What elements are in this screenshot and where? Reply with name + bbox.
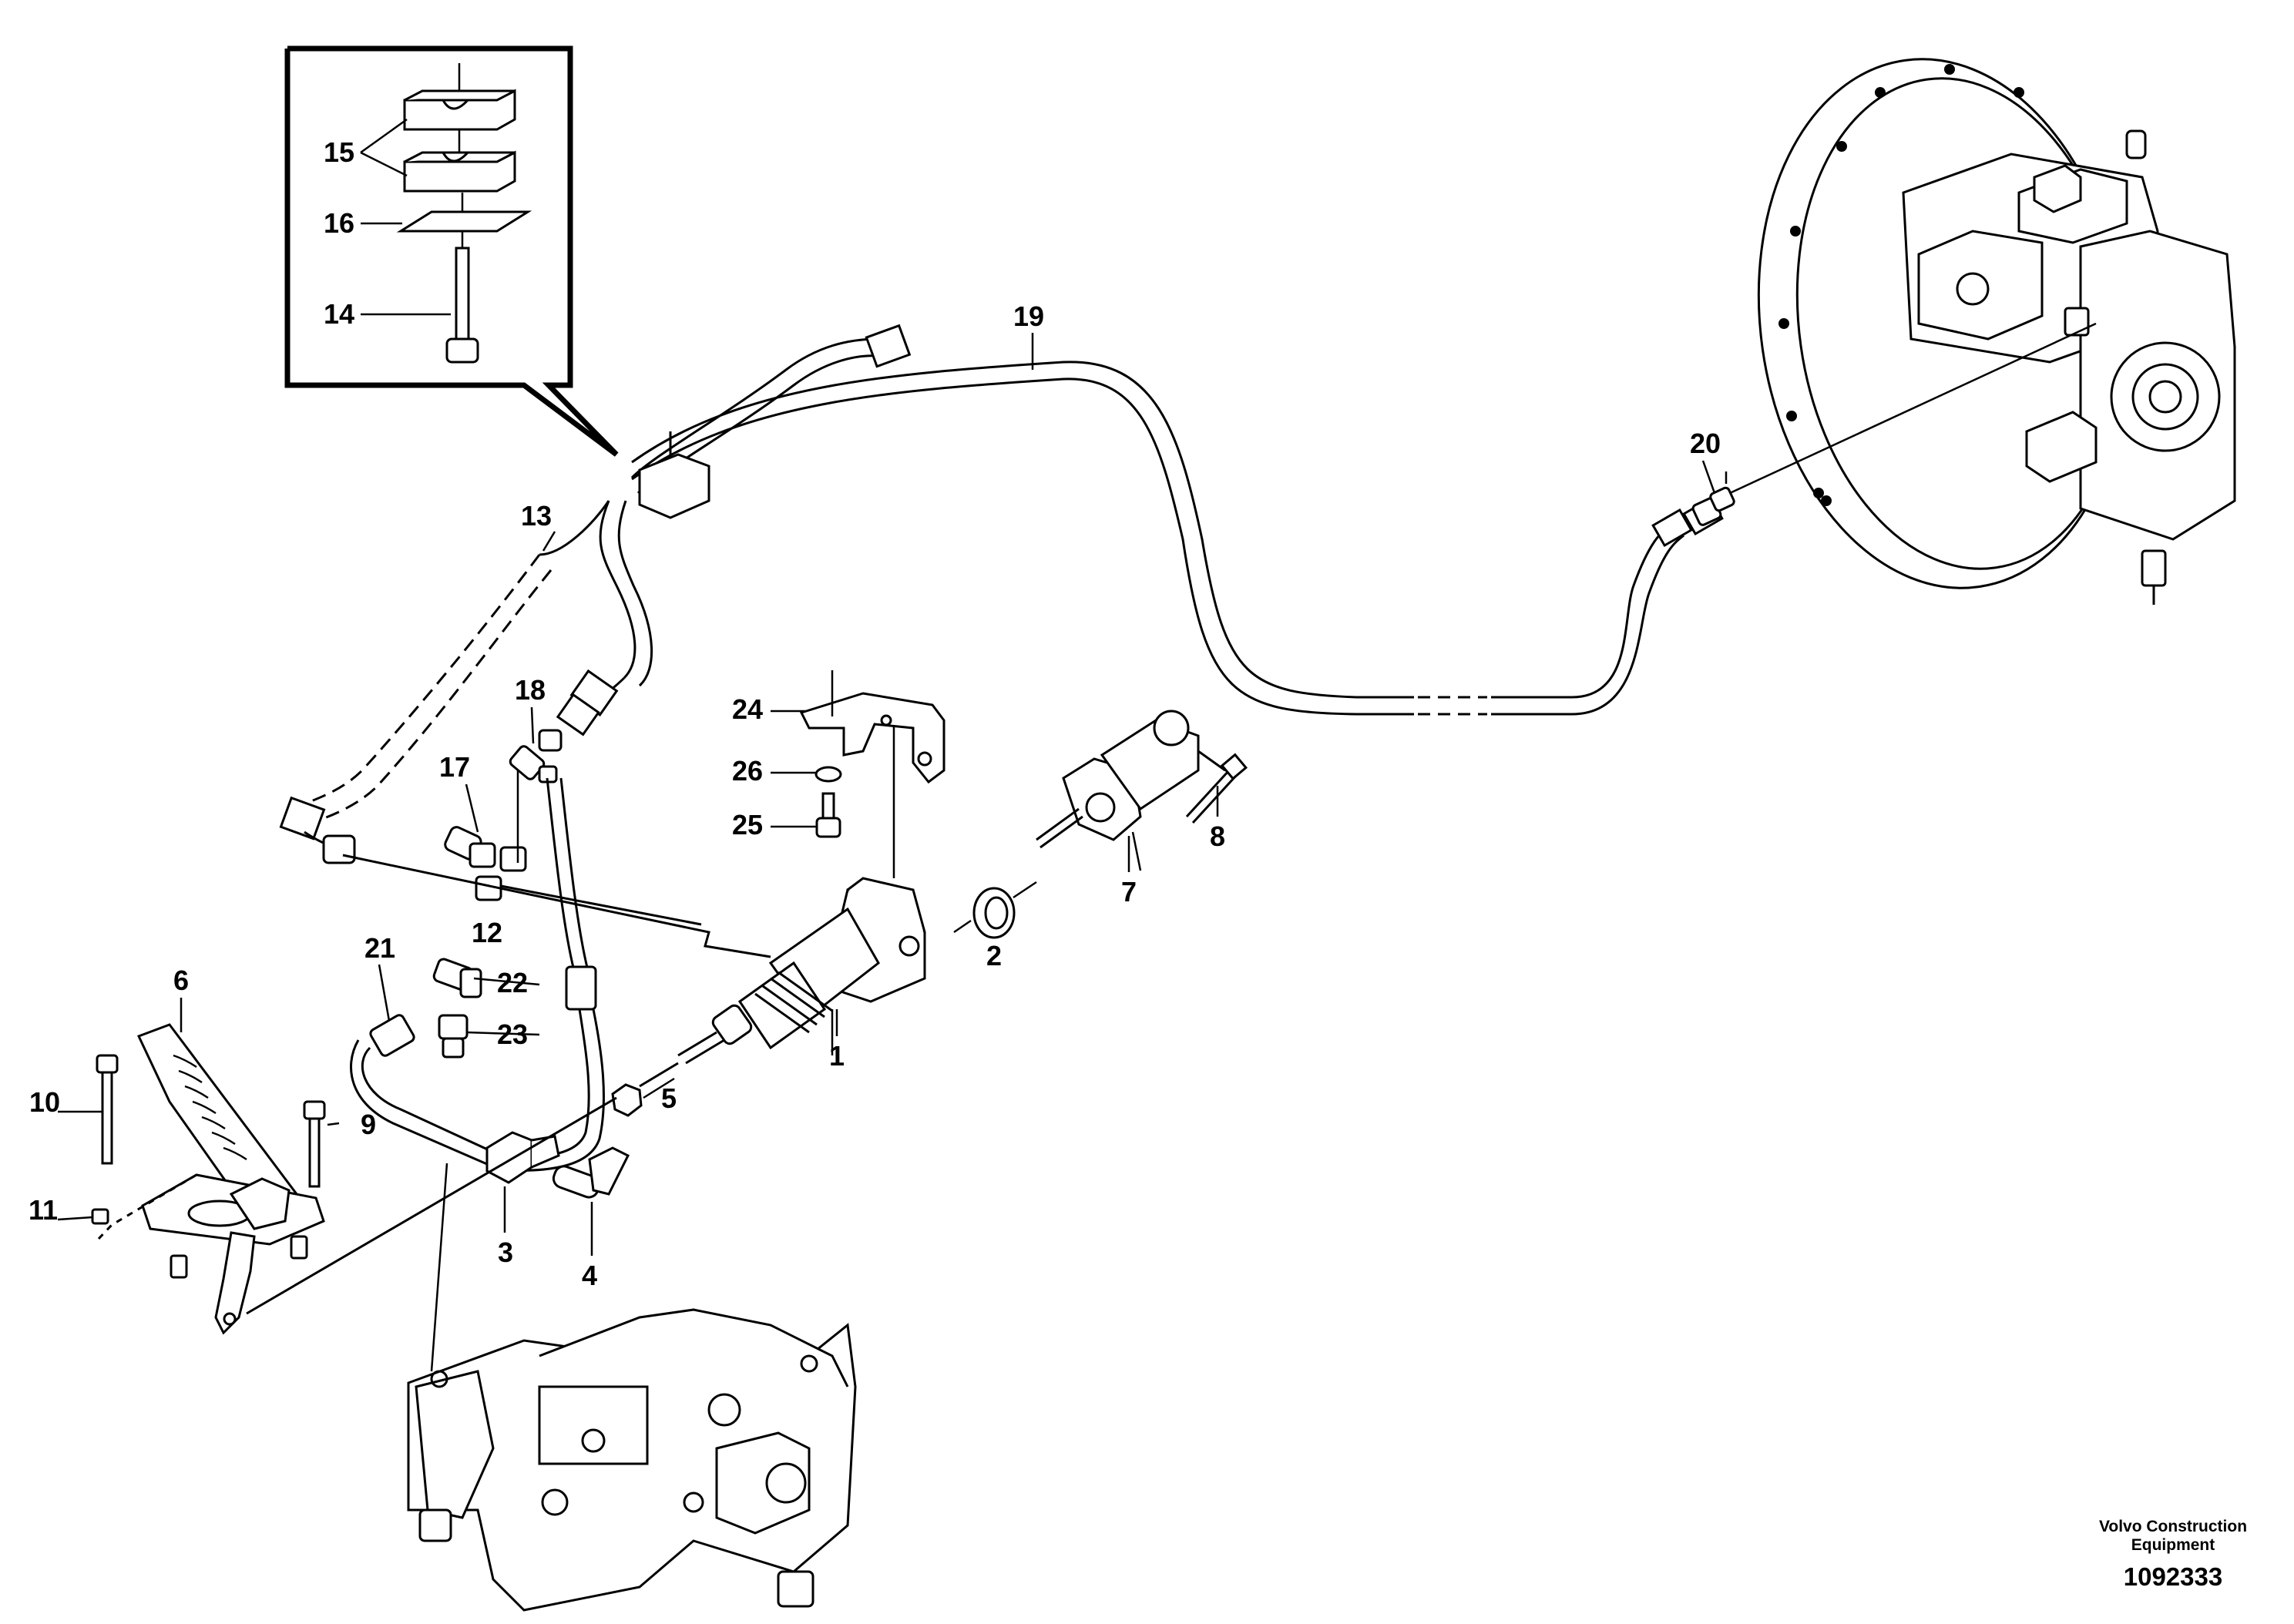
callout-8: 8 [1210,820,1225,852]
pin-4-part [552,1146,630,1199]
nut-11-part [91,1208,109,1225]
clevis-3-part [485,1131,560,1184]
clamp-bolt-part [445,231,479,364]
callout-11: 11 [29,1194,58,1226]
brand-line-2: Equipment [2131,1536,2215,1554]
callout-24: 24 [732,693,763,725]
callout-12: 12 [472,917,502,948]
callout-25: 25 [732,809,763,841]
callout-16: 16 [324,207,354,239]
callout-14: 14 [324,298,354,330]
callout-17: 17 [439,751,470,783]
fitting-17-part [444,826,496,868]
washer-26-part [814,766,842,783]
footer-block: Volvo Construction Equipment 1092333 [2099,1518,2247,1591]
clamp-halves-part [403,63,516,193]
callout-4: 4 [582,1260,597,1291]
callout-5: 5 [661,1082,677,1114]
document-number: 1092333 [2124,1562,2222,1591]
fitting-18-part [509,729,563,783]
fitting-20-part [1691,486,1735,526]
adapter-23-part [438,1014,469,1059]
main-pump-part [1757,58,2236,605]
callout-18: 18 [515,674,546,706]
lower-pump-part [407,1308,857,1612]
detail-inset [284,45,619,457]
fitting-12-part [475,846,527,901]
callout-10: 10 [29,1086,60,1118]
callout-19: 19 [1013,300,1044,332]
hose-clamp-part [638,431,710,519]
bolt-9-part [303,1100,326,1188]
elbow-22-part [432,958,482,998]
cylinder-part [677,877,926,1065]
callout-15: 15 [324,136,354,168]
callout-13: 13 [521,500,552,532]
callout-2: 2 [986,940,1002,971]
nut-5-part [611,1083,643,1117]
cover-plate-part [396,210,532,233]
callout-9: 9 [361,1109,376,1140]
brand-line-1: Volvo Construction [2099,1518,2247,1535]
callout-1: 1 [829,1040,845,1072]
bolt-8-part [1185,753,1248,824]
hose-19 [631,361,1724,722]
callout-6: 6 [173,965,189,996]
pedal-6-part [136,1023,325,1335]
bracket-24-part [799,670,945,784]
callout-26: 26 [732,755,763,787]
callout-20: 20 [1690,428,1721,459]
callout-7: 7 [1121,876,1137,908]
small-bolt-part [170,1235,308,1279]
callout-21: 21 [364,932,395,964]
bolt-10-part [96,1054,119,1165]
callout-3: 3 [498,1236,513,1268]
master-cylinder-part [1036,710,1226,871]
bolt-25-part [815,792,841,838]
